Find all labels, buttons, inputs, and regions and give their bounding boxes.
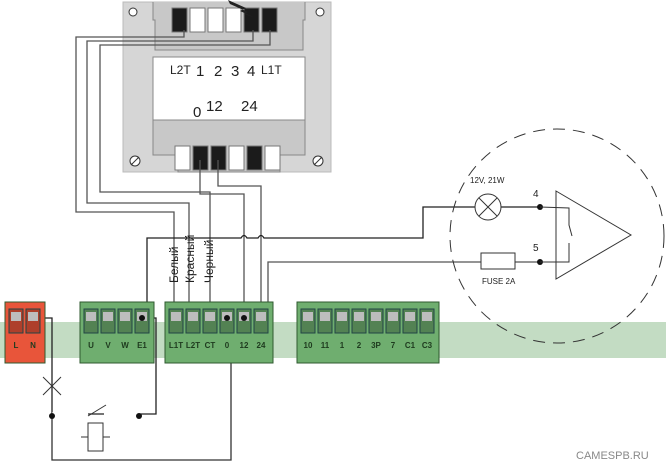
wire-0v	[199, 160, 245, 315]
terminal-screw-head	[303, 312, 313, 321]
wire-12v	[217, 160, 262, 315]
wire-connection-dot	[241, 315, 247, 321]
terminal-label: V	[105, 341, 111, 350]
cross-mark-icon	[42, 376, 62, 396]
terminal-screw-head	[320, 312, 330, 321]
screw-slot	[313, 156, 323, 166]
terminal-screw-head	[371, 312, 381, 321]
wire-black	[99, 30, 271, 315]
terminal-label: W	[121, 341, 129, 350]
terminal-screw-head	[354, 312, 364, 321]
switch-icon	[87, 404, 107, 417]
terminal-label: L	[14, 341, 19, 350]
tf-label-1: 1	[196, 63, 204, 80]
wire-connection-dot	[224, 315, 230, 321]
tf-bottom-slot	[228, 145, 245, 171]
tf-label-l1t: L1T	[261, 63, 282, 77]
terminal-screw-head	[188, 312, 198, 321]
terminal-screw-head	[11, 312, 21, 321]
terminal-screw-head	[103, 312, 113, 321]
terminal-label: L1T	[169, 341, 183, 350]
wire-label-red: Красный	[183, 235, 197, 283]
terminal-label: 24	[257, 341, 266, 350]
watermark: CAMESPB.RU	[576, 450, 649, 462]
wire-24v-to-fuse	[267, 261, 481, 315]
terminal-screw-head	[86, 312, 96, 321]
wire-red	[86, 30, 254, 315]
terminal-screw-head	[388, 312, 398, 321]
fuse-label: FUSE 2A	[482, 277, 516, 286]
switch-group	[42, 376, 139, 452]
tf-label-l2t: L2T	[170, 63, 191, 77]
wire-label-black: Черный	[202, 240, 216, 283]
fuse-icon	[480, 252, 516, 270]
tf-label-12: 12	[206, 98, 223, 115]
terminal-label: U	[88, 341, 94, 350]
tf-top-slot	[243, 7, 260, 33]
terminal-5-label: 5	[533, 243, 539, 254]
terminal-label: 12	[240, 341, 249, 350]
terminal-screw-head	[405, 312, 415, 321]
terminal-screw-head	[256, 312, 266, 321]
device-boundary	[449, 128, 665, 344]
terminal-label: 0	[225, 341, 230, 350]
transformer-label-panel	[152, 56, 306, 121]
tf-label-4: 4	[247, 63, 255, 80]
mount-hole-icon	[315, 7, 325, 17]
wire-e1-to-lamp	[146, 206, 476, 315]
terminal-label: 7	[391, 341, 396, 350]
wire-connection-dot	[139, 315, 145, 321]
amplifier-triangle-icon	[555, 190, 632, 280]
wire-label-white: Белый	[167, 247, 181, 283]
junction-dot	[49, 413, 55, 419]
tf-top-slot	[225, 7, 242, 33]
terminal-label: C1	[405, 341, 416, 350]
terminal-label: C3	[422, 341, 433, 350]
terminal-4-label: 4	[533, 189, 539, 200]
terminal-label: 3P	[371, 341, 381, 350]
tf-top-slot	[189, 7, 206, 33]
terminal-label: 1	[340, 341, 345, 350]
terminal-label: L2T	[186, 341, 200, 350]
lamp-cross	[478, 197, 498, 217]
tf-top-slot	[171, 7, 188, 33]
terminal-label: E1	[137, 341, 147, 350]
terminal-screw-head	[171, 312, 181, 321]
internal-switch-icon	[539, 206, 573, 263]
terminal-label: 10	[304, 341, 313, 350]
junction-dot	[136, 413, 142, 419]
tf-bottom-slot	[174, 145, 191, 171]
terminal-label: 2	[357, 341, 362, 350]
screw-slot	[130, 156, 140, 166]
mount-hole-icon	[128, 7, 138, 17]
motor-terminal-block: U V W E1	[79, 301, 155, 364]
tf-bottom-slot	[264, 145, 281, 171]
terminal-screw-head	[422, 312, 432, 321]
terminal-label: CT	[205, 341, 216, 350]
tf-label-24: 24	[241, 98, 258, 115]
terminal-screw-head	[205, 312, 215, 321]
wires	[37, 30, 540, 461]
tf-label-3: 3	[231, 63, 239, 80]
relay-coil-icon	[87, 422, 104, 452]
terminal-screw-head	[28, 312, 38, 321]
terminal-label: N	[30, 341, 36, 350]
transformer: L2T 1 2 3 4 L1T 0 12 24	[122, 0, 332, 173]
terminal-screw-head	[120, 312, 130, 321]
tf-bottom-slot	[246, 145, 263, 171]
lightning-icon	[228, 0, 256, 18]
lamp-label: 12V, 21W	[470, 176, 505, 185]
tf-top-slot	[207, 7, 224, 33]
terminal-screw-head	[337, 312, 347, 321]
tf-top-slot	[261, 7, 278, 33]
terminal-label: 11	[321, 341, 330, 350]
tf-label-0: 0	[193, 104, 201, 121]
tf-label-2: 2	[214, 63, 222, 80]
flashing-light: 12V, 21W FUSE 2A 4 5	[449, 128, 665, 344]
wire-white	[75, 30, 185, 315]
